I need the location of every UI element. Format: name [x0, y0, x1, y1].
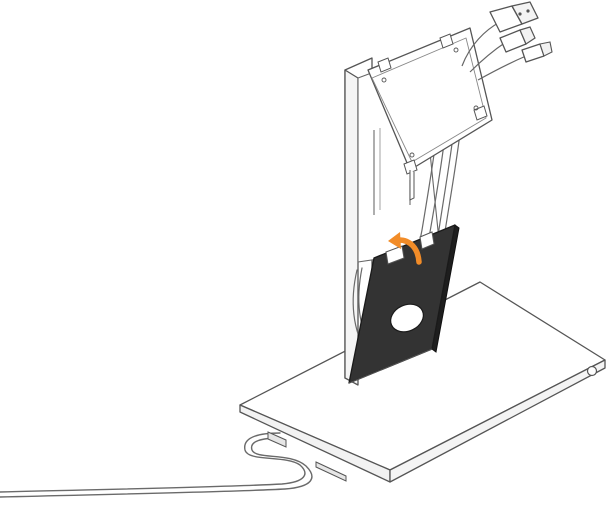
power-button-icon: [588, 367, 597, 376]
external-cable: [0, 433, 312, 497]
